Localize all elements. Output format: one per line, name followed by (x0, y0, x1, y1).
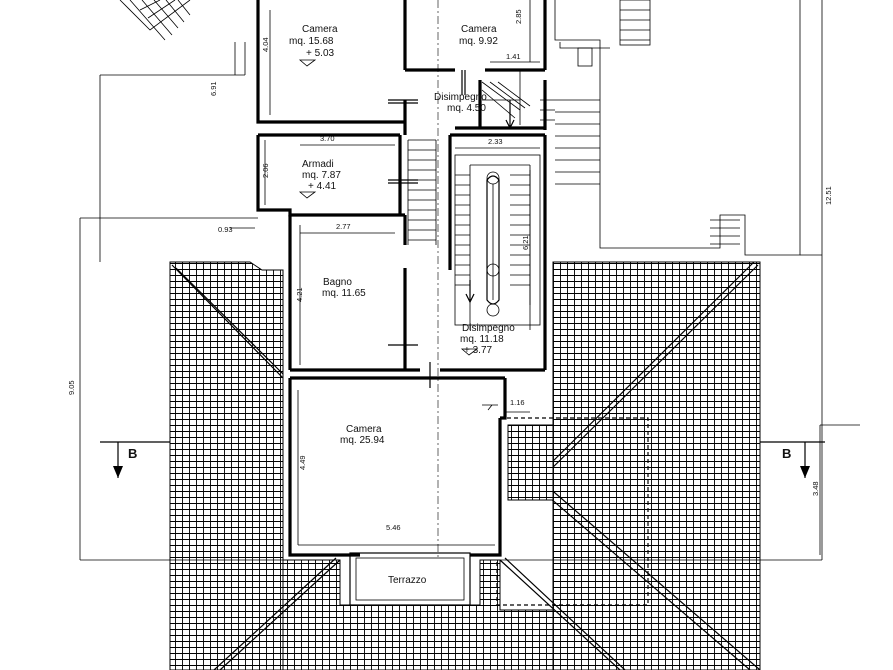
dim-421: 4.21 (295, 287, 304, 302)
corridor-steps (407, 139, 437, 245)
room-label-disimpegno-top: Disimpegno mq. 4.50 (434, 92, 487, 114)
room-area: mq. 11.65 (322, 288, 366, 299)
room-area: mq. 11.18 (460, 334, 504, 345)
dim-285: 2.85 (514, 9, 523, 24)
roof-center-right (507, 424, 554, 501)
dim-691: 6.91 (209, 81, 218, 96)
room-label-armadi: Armadi mq. 7.87 + 4.41 (302, 159, 341, 192)
dim-348: 3.48 (811, 481, 820, 496)
room-name: Armadi (302, 159, 334, 170)
dim-905: 9.05 (67, 380, 76, 395)
walls (256, 0, 547, 557)
section-cut-right (760, 441, 825, 478)
room-area: mq. 25.94 (340, 435, 385, 446)
dim-233: 2.33 (488, 137, 503, 146)
roof-right (535, 261, 761, 670)
room-label-camera-s: Camera mq. 25.94 (340, 424, 385, 446)
door-marks (388, 70, 521, 388)
top-left-stair (100, 0, 246, 76)
room-name: Camera (461, 24, 497, 35)
section-label-left: B (128, 446, 137, 461)
dim-116: 1.16 (510, 398, 525, 407)
dim-404: 4.04 (261, 37, 270, 52)
room-area: mq. 4.50 (447, 103, 486, 114)
room-label-terrazzo: Terrazzo (388, 575, 427, 586)
dim-206: 2.06 (261, 163, 270, 178)
section-cut-left (100, 441, 170, 478)
dim-621: 6.21 (521, 235, 530, 250)
room-area: mq. 7.87 (302, 170, 341, 181)
room-name: Camera (346, 424, 382, 435)
room-label-camera-ne: Camera mq. 9.92 (459, 24, 498, 47)
room-level: + 3.77 (464, 345, 493, 356)
room-level: + 4.41 (308, 181, 337, 192)
dashed-overhang (496, 417, 649, 606)
dim-093: 0.93 (218, 225, 233, 234)
room-label-camera-nw: Camera mq. 15.68 + 5.03 (289, 24, 338, 59)
dim-546: 5.46 (386, 523, 401, 532)
room-area: mq. 15.68 (289, 36, 334, 47)
room-name: Bagno (323, 277, 352, 288)
dimension-lines (79, 0, 860, 561)
dim-370: 3.70 (320, 134, 335, 143)
dim-1251: 12.51 (824, 186, 833, 205)
terrazzo-outline (349, 552, 471, 606)
dim-141: 1.41 (506, 52, 521, 61)
room-name: Disimpegno (462, 323, 515, 334)
room-label-bagno: Bagno mq. 11.65 (322, 277, 366, 299)
roof-left (169, 261, 284, 670)
level-marker (298, 59, 317, 67)
room-level: + 5.03 (306, 48, 335, 59)
disimpegno-steps (481, 81, 555, 121)
room-name: Disimpegno (434, 92, 487, 103)
section-label-right: B (782, 446, 791, 461)
room-label-disimpegno-mid: Disimpegno mq. 11.18 + 3.77 (460, 323, 515, 356)
top-right-externals (554, 0, 801, 256)
room-area: mq. 9.92 (459, 36, 498, 47)
dim-277: 2.77 (336, 222, 351, 231)
dim-449: 4.49 (298, 455, 307, 470)
room-name: Camera (302, 24, 338, 35)
